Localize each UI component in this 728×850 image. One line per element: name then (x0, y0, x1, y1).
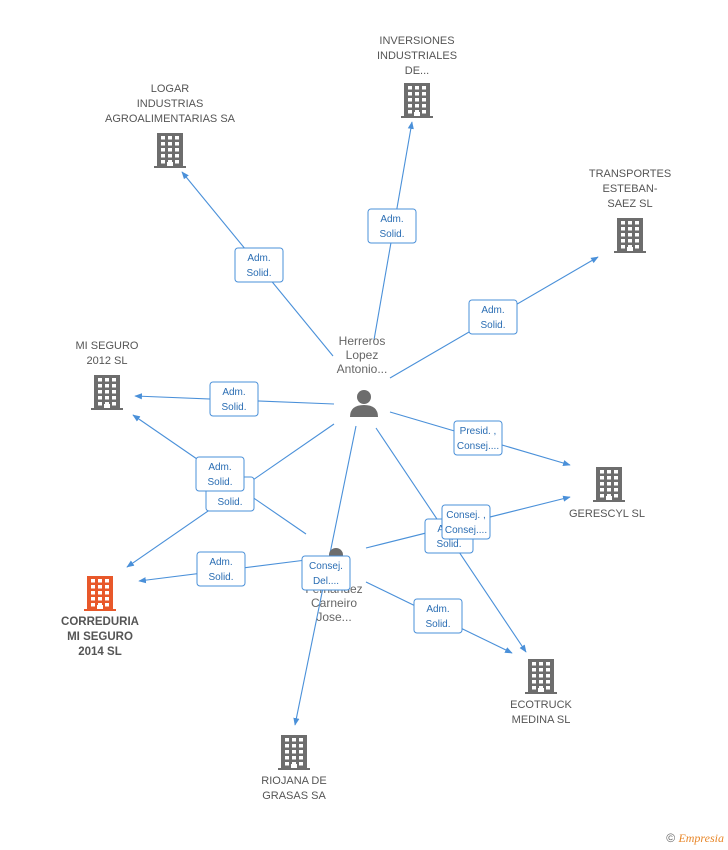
edge-label-text: Consej.... (457, 441, 499, 452)
edge-label-text: Adm. (481, 305, 504, 316)
person-name-label[interactable]: Lopez (346, 348, 379, 362)
company-name-label[interactable]: DE... (405, 65, 429, 77)
footer: © Empresia (666, 831, 724, 846)
company-name-label[interactable]: INDUSTRIAS (137, 98, 204, 110)
company-name-label[interactable]: INDUSTRIALES (377, 50, 457, 62)
edge-label-text: Del.... (313, 576, 339, 587)
edge-label-p1-c1[interactable]: Adm. Solid. (367, 208, 417, 244)
edge-label-p2-c6[interactable]: Consej. , Consej.... (441, 504, 491, 540)
company-name-label[interactable]: CORREDURIA (61, 616, 139, 628)
edge-label-p1-c3[interactable]: Adm. Solid. (468, 299, 518, 335)
edge-label-text: Adm. (222, 387, 245, 398)
edge-label-text: Adm. (380, 214, 403, 225)
edge-label-text: Solid. (436, 539, 461, 550)
company-name-label[interactable]: RIOJANA DE (261, 775, 326, 787)
edge-label-text: Adm. (209, 557, 232, 568)
company-name-label[interactable]: INVERSIONES (379, 35, 454, 47)
edge-label-p2-c7[interactable]: Adm. Solid. (413, 598, 463, 634)
company-name-label[interactable]: 2012 SL (87, 355, 128, 367)
highlighted-company-building-icon[interactable] (84, 576, 116, 611)
edges-layer (126, 121, 599, 726)
person-icon[interactable] (350, 390, 378, 417)
edge-label-text: Solid. (217, 497, 242, 508)
edge-label-text: Solid. (379, 229, 404, 240)
company-name-label[interactable]: GERESCYL SL (569, 508, 645, 520)
edge-label-p1-c8[interactable]: Consej. Del.... (301, 555, 351, 591)
edge-label-p1-c4[interactable]: Adm. Solid. (209, 381, 259, 417)
edge-label-text: Adm. (208, 462, 231, 473)
company-building-icon[interactable] (401, 83, 433, 118)
brand-logo[interactable]: Empresia (678, 831, 724, 845)
company-building-icon[interactable] (278, 735, 310, 770)
company-name-label[interactable]: MEDINA SL (512, 714, 571, 726)
company-name-label[interactable]: AGROALIMENTARIAS SA (105, 113, 236, 125)
company-name-label[interactable]: ESTEBAN- (602, 183, 657, 195)
edge-label-text: Solid. (425, 619, 450, 630)
edge-label-p1-c6[interactable]: Presid. , Consej.... (453, 420, 503, 456)
edge-label-text: Presid. , (460, 426, 497, 437)
company-building-icon[interactable] (154, 133, 186, 168)
edge-label-text: Consej. , (446, 510, 485, 521)
nodes-layer: HerrerosLopezAntonio...FernandezCarneiro… (61, 35, 671, 802)
copyright-icon: © (666, 831, 676, 845)
person-name-label[interactable]: Carneiro (311, 596, 357, 610)
company-name-label[interactable]: 2014 SL (78, 646, 121, 658)
edge-label-p1-c2[interactable]: Adm. Solid. (234, 247, 284, 283)
company-name-label[interactable]: LOGAR (151, 83, 190, 95)
company-building-icon[interactable] (614, 218, 646, 253)
edge-label-text: Solid. (221, 402, 246, 413)
person-name-label[interactable]: Jose... (316, 610, 351, 624)
edge-label-p2-c5[interactable]: Adm. Solid. (196, 551, 246, 587)
person-name-label[interactable]: Antonio... (337, 362, 388, 376)
edge-label-text: Adm. (247, 253, 270, 264)
person-name-label[interactable]: Herreros (339, 334, 386, 348)
company-building-icon[interactable] (91, 375, 123, 410)
edge-label-text: Solid. (208, 572, 233, 583)
edge-labels-layer: Adm. Solid. Adm. Solid. Adm. Solid. Adm. Solid.… (195, 208, 518, 634)
company-name-label[interactable]: SAEZ SL (607, 198, 652, 210)
edge-label-text: Solid. (480, 320, 505, 331)
company-name-label[interactable]: MI SEGURO (76, 340, 139, 352)
edge-label-text: Solid. (246, 268, 271, 279)
company-building-icon[interactable] (525, 659, 557, 694)
edge-label-text: Solid. (207, 477, 232, 488)
company-name-label[interactable]: MI SEGURO (67, 631, 133, 643)
company-name-label[interactable]: TRANSPORTES (589, 168, 671, 180)
edge-label-p2-c4[interactable]: Adm. Solid. (195, 456, 245, 492)
edge-label-text: Adm. (426, 604, 449, 615)
company-name-label[interactable]: GRASAS SA (262, 790, 326, 802)
edge-label-text: Consej. (309, 561, 343, 572)
company-name-label[interactable]: ECOTRUCK (510, 699, 572, 711)
company-building-icon[interactable] (593, 467, 625, 502)
edge-label-text: Consej.... (445, 525, 487, 536)
